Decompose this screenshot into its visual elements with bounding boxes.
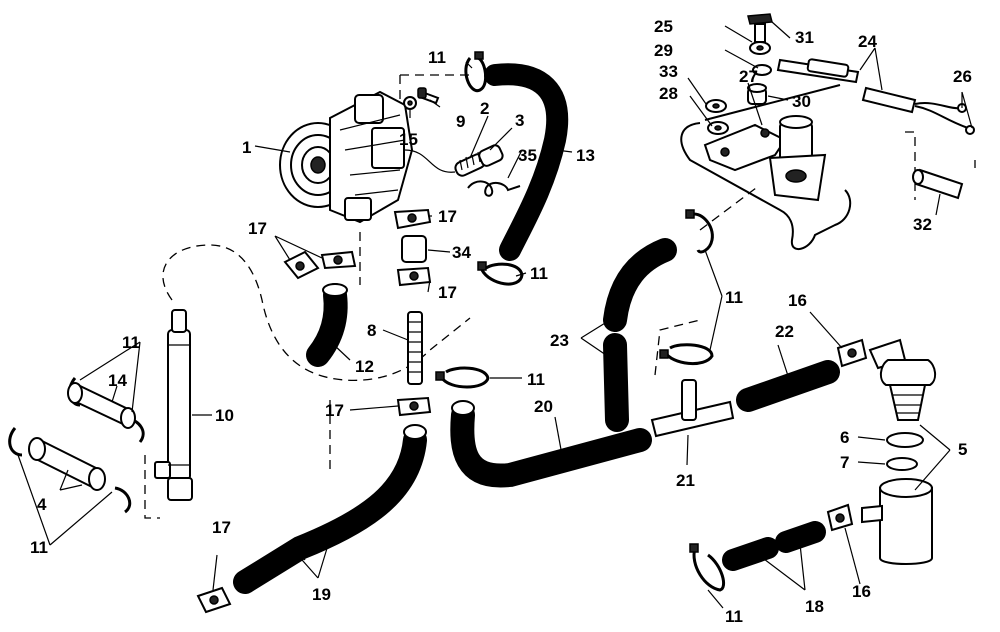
callout-11-right: 11 xyxy=(725,288,743,307)
callout-11-left-upper: 11 xyxy=(122,333,140,352)
callout-11-bottom: 11 xyxy=(725,607,743,626)
callout-15: 15 xyxy=(399,130,418,149)
filter-assembly-5 xyxy=(861,338,936,565)
hose-19 xyxy=(233,424,427,594)
callout-9: 9 xyxy=(456,112,465,131)
sleeve-32 xyxy=(912,168,964,200)
hose-clamp-11-top xyxy=(464,51,488,93)
callout-14: 14 xyxy=(108,371,127,390)
fuel-pump xyxy=(279,90,456,224)
callout-12: 12 xyxy=(355,357,374,376)
hose-clamp-17-bottom xyxy=(196,586,232,614)
connector-34 xyxy=(401,235,427,263)
bushing-30 xyxy=(747,83,767,105)
callout-5: 5 xyxy=(958,440,967,459)
washer-33 xyxy=(705,99,727,113)
wire-lead-24 xyxy=(776,58,860,84)
callout-leaders xyxy=(17,21,973,609)
fitting-4 xyxy=(28,437,106,491)
callout-30: 30 xyxy=(792,92,811,111)
fuel-filter-10 xyxy=(154,309,193,501)
callout-3: 3 xyxy=(515,111,524,130)
callout-33: 33 xyxy=(659,62,678,81)
callout-17-bottom: 17 xyxy=(212,518,231,537)
callout-27: 27 xyxy=(739,67,758,86)
callout-7: 7 xyxy=(840,453,849,472)
callout-25: 25 xyxy=(654,17,673,36)
washer-and-screw xyxy=(403,87,440,110)
callout-17-left: 17 xyxy=(248,219,267,238)
hose-clamp-17-pump xyxy=(393,208,432,230)
callout-2: 2 xyxy=(480,99,489,118)
connector-fitting xyxy=(454,151,486,177)
callout-1: 1 xyxy=(242,138,251,157)
callout-32: 32 xyxy=(913,215,932,234)
hose-23 xyxy=(603,238,677,432)
callout-31: 31 xyxy=(795,28,814,47)
washer-28 xyxy=(707,121,729,135)
callout-24: 24 xyxy=(858,32,877,51)
callout-26: 26 xyxy=(953,67,972,86)
hose-clamp-11-center xyxy=(435,366,490,389)
fitting-14 xyxy=(67,382,136,429)
callout-4: 4 xyxy=(37,495,47,514)
wire-lead-24-b xyxy=(861,86,975,135)
callout-17-pump: 17 xyxy=(438,207,457,226)
primer-bracket-27 xyxy=(703,123,787,172)
callout-34: 34 xyxy=(452,243,471,262)
hose-22 xyxy=(736,360,840,412)
callout-28: 28 xyxy=(659,84,678,103)
hose-clamp-17-lower xyxy=(396,396,432,417)
hose-clamp-11-mid xyxy=(477,261,524,286)
hose-clamp-17-left-b xyxy=(320,250,357,270)
callout-17-mid: 17 xyxy=(438,283,457,302)
hose-clamp-16-a xyxy=(836,338,868,368)
callout-19: 19 xyxy=(312,585,331,604)
hose-clamp-11-right-a xyxy=(685,209,714,254)
callout-22: 22 xyxy=(775,322,794,341)
hose-12 xyxy=(306,283,348,367)
hose-13 xyxy=(484,63,569,261)
callout-18: 18 xyxy=(805,597,824,616)
wire-harness xyxy=(680,84,852,250)
callout-6: 6 xyxy=(840,428,849,447)
callout-16-upper: 16 xyxy=(788,291,807,310)
callout-23: 23 xyxy=(550,331,569,350)
callout-29: 29 xyxy=(654,41,673,60)
callout-16-lower: 16 xyxy=(852,582,871,601)
callout-labels: 1 2 3 4 5 6 7 8 9 10 11 11 11 11 11 11 1… xyxy=(30,17,972,626)
hose-clamp-17-left-a xyxy=(283,250,320,280)
callout-21: 21 xyxy=(676,471,695,490)
callout-13: 13 xyxy=(576,146,595,165)
fitting-8 xyxy=(407,311,423,385)
hose-clamp-11-bottom xyxy=(689,543,725,592)
hose-18 xyxy=(722,521,826,571)
hose-clamp-17-mid xyxy=(396,266,432,287)
callout-20: 20 xyxy=(534,397,553,416)
check-valve xyxy=(478,144,504,167)
callout-17-lower: 17 xyxy=(325,401,344,420)
callout-10: 10 xyxy=(215,406,234,425)
callout-11-top: 11 xyxy=(428,48,446,67)
primer-solenoid xyxy=(768,115,827,202)
hose-clamp-16-b xyxy=(826,503,854,532)
callout-8: 8 xyxy=(367,321,376,340)
callout-35: 35 xyxy=(518,146,537,165)
knob-31 xyxy=(747,13,773,43)
callout-11-left-lower: 11 xyxy=(30,538,48,557)
tee-fitting-21 xyxy=(650,379,735,438)
callout-11-mid: 11 xyxy=(530,264,548,283)
callout-11-center: 11 xyxy=(527,370,545,389)
hose-20 xyxy=(450,400,652,488)
hose-clamp-11-right-b xyxy=(659,343,714,365)
wire-clip xyxy=(467,180,521,197)
washer-25 xyxy=(749,41,771,55)
